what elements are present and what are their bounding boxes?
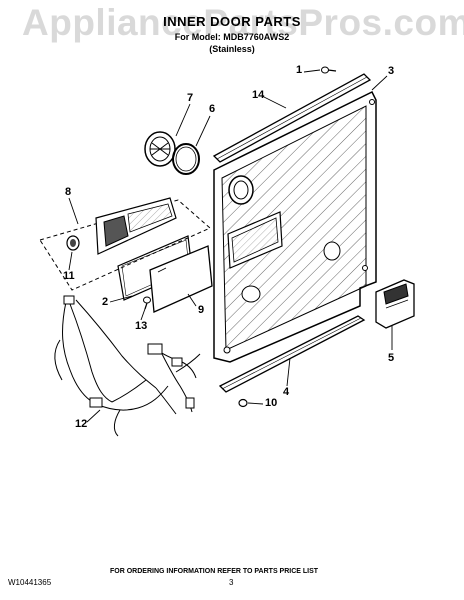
callout-7: 7 [187, 92, 194, 104]
vent-assembly [144, 131, 176, 167]
dispenser-cover [149, 245, 213, 313]
ordering-note: FOR ORDERING INFORMATION REFER TO PARTS … [110, 568, 319, 575]
document-id: W10441365 [8, 578, 52, 587]
callout-14: 14 [252, 89, 265, 101]
dispenser-assembly [39, 197, 211, 291]
callout-12: 12 [75, 418, 88, 430]
callout-3: 3 [388, 65, 395, 77]
model-number: For Model: MDB7760AWS2 [174, 32, 290, 42]
callout-2: 2 [102, 296, 109, 308]
inner-door-panel [213, 90, 377, 363]
leader-lines [68, 69, 393, 423]
callout-10: 10 [265, 397, 278, 409]
door-gasket-strip [212, 73, 372, 163]
vent-gasket [172, 143, 200, 175]
page-number: 3 [229, 578, 234, 587]
dispenser-screw [143, 296, 151, 310]
callout-6: 6 [209, 103, 216, 115]
bottom-screw [238, 398, 248, 408]
door-bottom-seal [218, 315, 366, 393]
finish-label: (Stainless) [209, 44, 255, 54]
watermark: AppliancePartsPros.com [22, 2, 464, 43]
vent-cover [375, 279, 415, 329]
callout-13: 13 [135, 320, 148, 332]
screw [321, 66, 337, 74]
callout-8: 8 [65, 186, 72, 198]
callout-11: 11 [63, 270, 75, 282]
page-title: INNER DOOR PARTS [163, 14, 301, 29]
dispenser-knob [66, 235, 80, 251]
callout-5: 5 [388, 352, 395, 364]
wire-harness [54, 295, 201, 437]
callout-4: 4 [283, 386, 290, 398]
callout-1: 1 [296, 64, 303, 76]
callout-9: 9 [198, 304, 205, 316]
